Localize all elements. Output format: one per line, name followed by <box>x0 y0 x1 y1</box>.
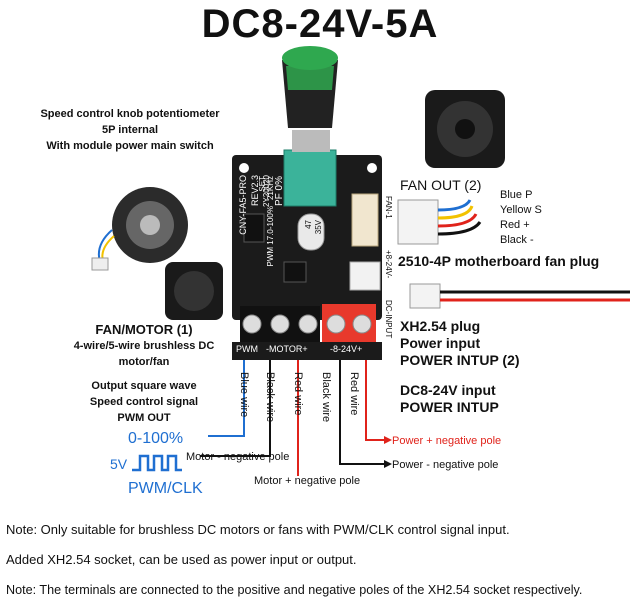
pwm-voltage: 5V <box>110 456 128 472</box>
note-1: Note: Only suitable for brushless DC mot… <box>6 522 510 537</box>
xh-plug <box>409 283 441 309</box>
xh254-socket <box>349 261 381 291</box>
pwm-waveform <box>132 454 182 472</box>
wire-label-blue: Blue wire <box>238 372 250 418</box>
fan-plug <box>397 199 439 245</box>
cap-value: 47 <box>304 220 313 229</box>
knob-label: Speed control knob potentiometer 5P inte… <box>40 108 220 152</box>
wire-label-red-2: Red wire <box>348 372 360 416</box>
power-negative-pole: Power - negative pole <box>392 459 499 471</box>
fan-wire-list: Blue P Yellow S Red + Black - <box>500 189 542 246</box>
term-label-pwm: PWM <box>236 344 258 354</box>
power-positive-pole: Power + negative pole <box>392 435 502 447</box>
motor-positive-pole: Motor + negative pole <box>254 475 361 487</box>
mount-hole <box>367 163 377 173</box>
fan-header-label: FAN-1 <box>384 196 393 219</box>
dc-header-label: +8-24V- <box>384 250 393 279</box>
wire-label-red-1: Red wire <box>292 372 304 416</box>
red-wire-power <box>365 360 384 441</box>
black-wire-power <box>339 360 384 465</box>
board-pf: PF 0% <box>274 176 285 207</box>
page-title: DC8-24V-5A <box>201 2 439 46</box>
output-label: Output square wave Speed control signal … <box>89 380 199 424</box>
potentiometer-body <box>283 149 337 207</box>
note-2: Added XH2.54 socket, can be used as powe… <box>6 552 357 567</box>
blue-wire <box>208 360 245 437</box>
wire-label-black-2: Black wire <box>320 372 332 423</box>
term-label-motor: -MOTOR+ <box>266 344 308 354</box>
mount-hole <box>239 163 249 173</box>
note-3: Note: The terminals are connected to the… <box>6 583 583 597</box>
fan-motor-label: FAN/MOTOR (1) 4-wire/5-wire brushless DC… <box>73 322 215 368</box>
cap-voltage: 35V <box>314 220 323 235</box>
chip <box>243 213 265 243</box>
board-model: CNY-FA5-PRO <box>238 175 248 235</box>
board-set: SET <box>258 176 267 192</box>
knob-shaft <box>292 130 330 152</box>
knob-top <box>282 46 338 70</box>
xh-plug-label: XH2.54 plug Power input POWER INTUP (2) <box>400 318 520 368</box>
dc-input-label: DC-INPUT <box>384 300 393 339</box>
pwm-range: 0-100% <box>128 430 184 447</box>
dc-input-text: DC8-24V input POWER INTUP <box>400 382 499 415</box>
motor-negative-pole: Motor - negative pole <box>186 451 290 463</box>
wire-label-black-1: Black wire <box>264 372 276 423</box>
black-wire-motor <box>200 360 271 457</box>
chip <box>283 261 307 283</box>
fan-header <box>351 193 379 247</box>
term-label-power: -8-24V+ <box>330 344 363 354</box>
capacitor <box>297 213 325 251</box>
pwm-name: PWM/CLK <box>128 480 203 497</box>
board-pwm-range: PWM 17.0-100% <box>266 206 275 267</box>
fan-plug-label: 2510-4P motherboard fan plug <box>398 253 600 269</box>
fan-out-label: FAN OUT (2) <box>400 177 482 193</box>
